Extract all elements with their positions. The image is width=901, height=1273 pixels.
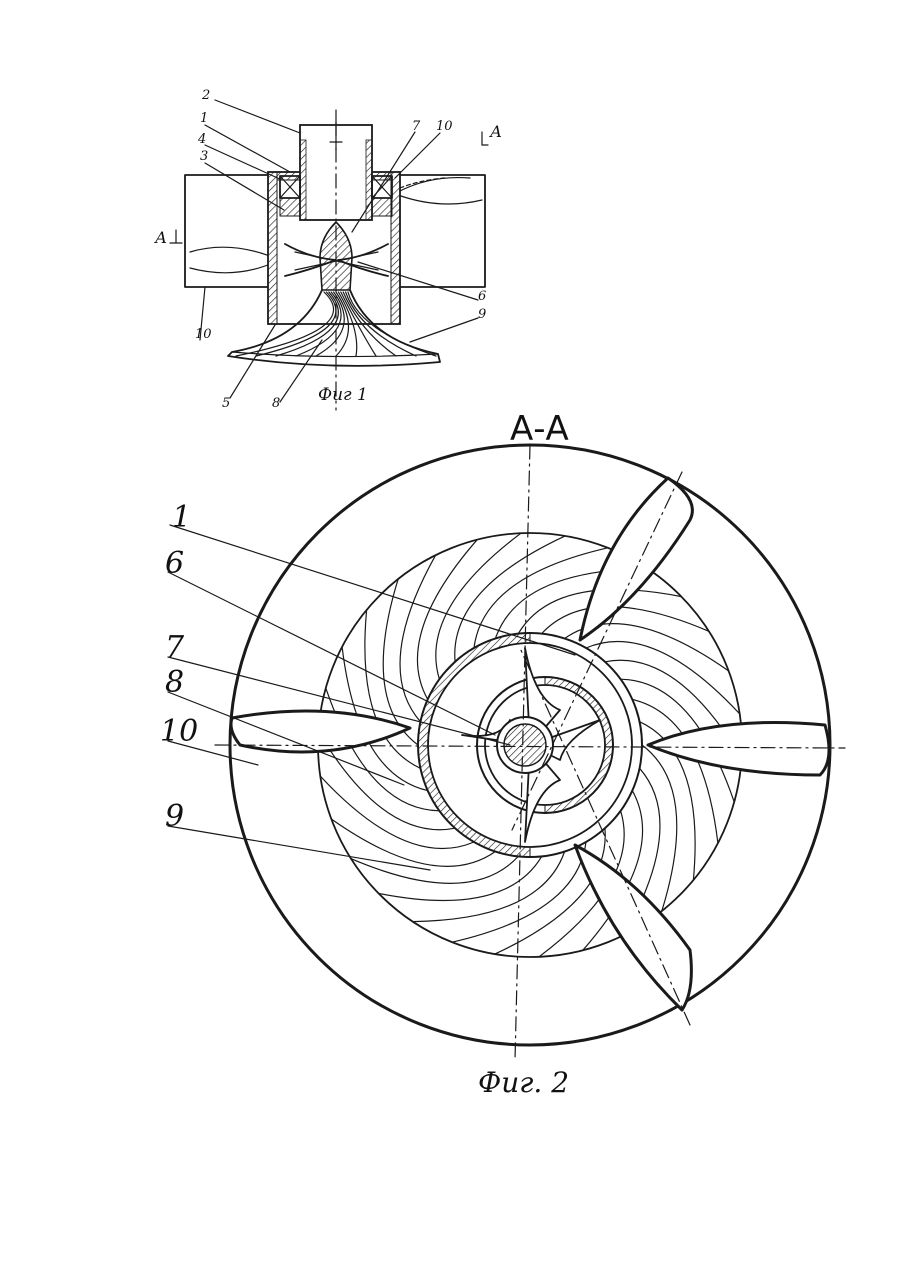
fig1-label-7: 7 [412, 119, 421, 134]
figure-1-caption: Фиг 1 [318, 385, 368, 405]
fig1-label-3: 3 [200, 149, 208, 164]
section-mark-top: А [489, 122, 502, 141]
figure-2: А-А [160, 409, 845, 1099]
section-title: А-А [510, 409, 569, 449]
figure-1: 2 1 4 3 7 10 10 6 9 5 8 А А Фиг 1 [154, 88, 502, 411]
spiral-rotor [228, 290, 440, 366]
shaft [497, 717, 553, 773]
rotor-vane [379, 856, 542, 900]
fig1-label-10-left: 10 [195, 327, 212, 342]
rotor-vane [413, 852, 565, 922]
fig2-label-7: 7 [165, 630, 185, 665]
fig1-label-2: 2 [201, 88, 210, 103]
fig2-label-8: 8 [165, 665, 184, 700]
rotor-vane [632, 699, 718, 843]
fig2-label-10: 10 [160, 714, 198, 749]
fig1-label-4: 4 [197, 132, 206, 147]
fig2-label-9: 9 [165, 799, 184, 834]
rotor-vane [542, 607, 709, 634]
fig1-label-1: 1 [200, 111, 208, 126]
rotor-vane [365, 610, 421, 768]
fig1-label-9: 9 [478, 307, 486, 322]
fig1-label-8: 8 [272, 396, 280, 411]
section-mark-left: А [154, 228, 167, 247]
fig1-label-6: 6 [478, 289, 486, 304]
figure-2-caption: Фиг. 2 [478, 1066, 569, 1099]
fig1-label-10-top: 10 [436, 119, 453, 134]
fig2-label-1: 1 [172, 500, 191, 535]
fig1-label-5: 5 [222, 396, 230, 411]
fig2-label-6: 6 [165, 546, 184, 581]
